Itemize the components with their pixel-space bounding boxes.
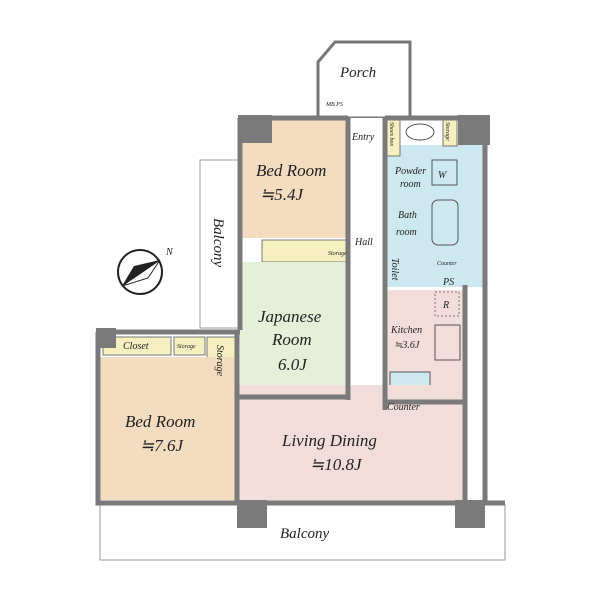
storage-vertical-label: Storage	[214, 345, 225, 377]
storage-hall-label: Storage	[328, 251, 347, 257]
powder-room-label-1: Powder	[394, 166, 426, 177]
washer-box	[431, 159, 458, 186]
mb-ps-label: MB PS	[325, 102, 343, 108]
washer-label: W	[438, 170, 448, 181]
shoes-box-label: Shoes box	[388, 122, 394, 146]
entry-label: Entry	[351, 132, 375, 143]
compass-icon	[117, 249, 163, 295]
japanese-room	[240, 262, 350, 397]
japanese-room-label-1: Japanese	[258, 307, 322, 326]
porch-label: Porch	[339, 65, 376, 81]
balcony-side	[199, 159, 241, 329]
bed-room-2-label-2: ≒7.6J	[140, 436, 185, 455]
bath-room-label-2: room	[396, 227, 417, 238]
fridge-space	[434, 291, 460, 317]
balcony-side-label: Balcony	[210, 218, 226, 267]
porch-area	[316, 40, 412, 120]
storage-small-label: Storage	[177, 344, 196, 350]
bed-room-1-label-2: ≒5.4J	[260, 185, 305, 204]
balcony-bottom	[99, 504, 506, 561]
bed-room-1-label-1: Bed Room	[256, 161, 326, 180]
balcony-bottom-label: Balcony	[280, 526, 329, 542]
storage-small	[173, 336, 206, 356]
counter-kitchen-label: Counter	[387, 402, 420, 413]
compass-label: N	[165, 247, 174, 258]
bed-room-2-label-1: Bed Room	[125, 412, 195, 431]
living-dining-label-1: Living Dining	[281, 431, 377, 450]
storage-top-label: Storage	[444, 122, 450, 141]
fridge-label: R	[442, 300, 449, 311]
closet-label: Closet	[123, 341, 149, 352]
powder-room-label-2: room	[400, 179, 421, 190]
ps-label: PS	[442, 277, 454, 288]
walls	[95, 115, 505, 506]
living-dining-label-2: ≒10.8J	[310, 455, 363, 474]
japanese-room-label-3: 6.0J	[278, 355, 308, 374]
stove	[434, 324, 461, 361]
hall-label: Hall	[354, 237, 373, 248]
bed-room-2	[100, 357, 237, 500]
bath-room-label-1: Bath	[398, 210, 417, 221]
living-dining	[237, 385, 465, 503]
counter-toilet-label: Counter	[437, 261, 457, 267]
entry-hall	[348, 118, 385, 288]
wet-area	[385, 145, 485, 287]
kitchen-label-2: ≒3.6J	[394, 340, 420, 351]
toilet-bowl	[405, 123, 435, 141]
bathtub	[431, 199, 459, 246]
kitchen-label-1: Kitchen	[390, 325, 422, 336]
toilet-label: Toilet	[389, 258, 400, 281]
wall-columns	[96, 115, 490, 528]
japanese-room-label-2: Room	[271, 330, 312, 349]
